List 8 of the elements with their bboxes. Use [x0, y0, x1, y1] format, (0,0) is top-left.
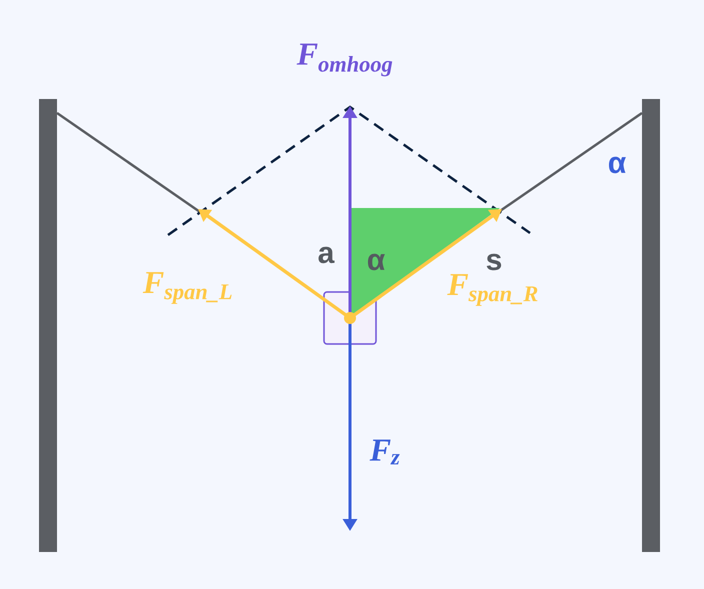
angle-label: α [608, 156, 626, 174]
force-label: F$_{z}$ [370, 440, 400, 464]
force-label: F$_{span_R}$ [447, 274, 538, 306]
angle-label: α [368, 254, 385, 270]
force-label: F$_{omhoog}$ [296, 44, 392, 76]
side-label: a [318, 246, 335, 264]
force-label: F$_{span_L}$ [142, 272, 232, 304]
side-label: s [486, 254, 502, 270]
